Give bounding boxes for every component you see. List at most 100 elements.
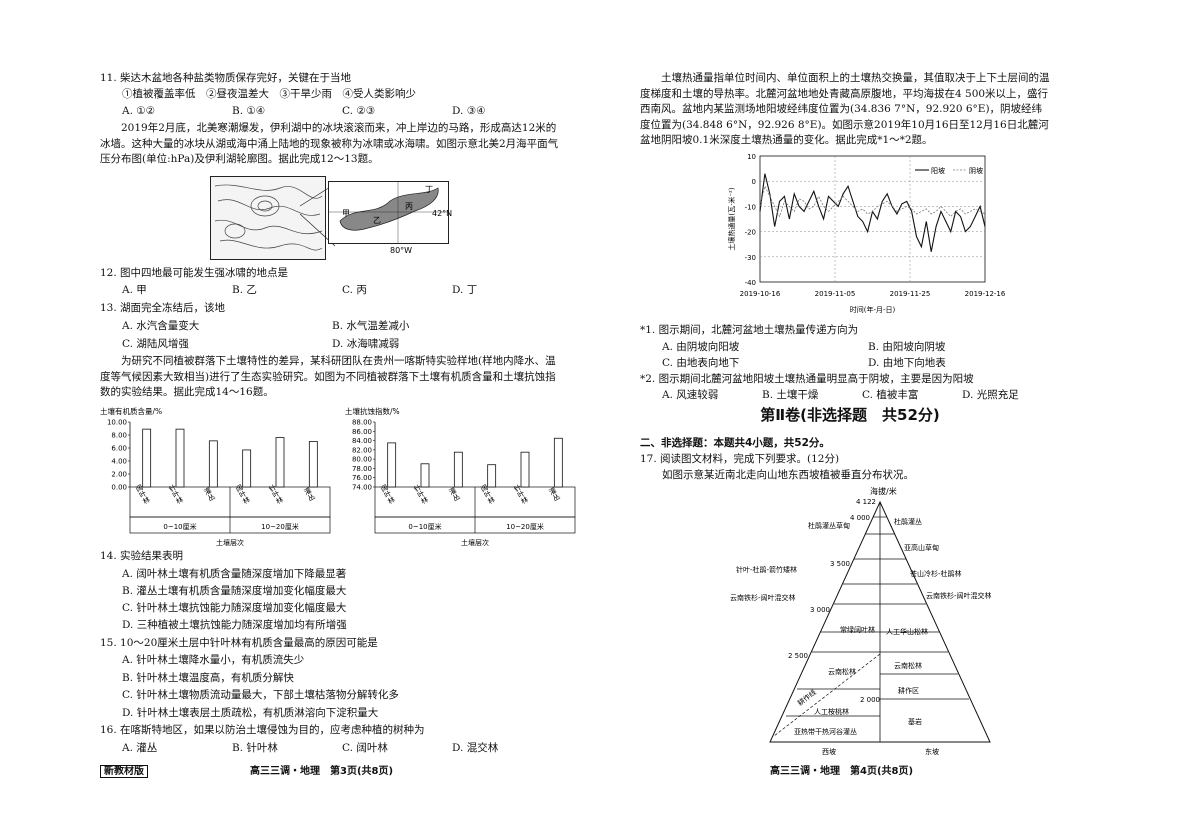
- q2-option-c[interactable]: C. 植被丰富: [862, 389, 919, 401]
- east-slope-labels: 杜鹃灌丛 亚高山草甸 苍山冷杉-杜鹃林 云南铁杉-阔叶混交林 人工华山松林 云南…: [886, 517, 992, 726]
- svg-text:云南松林: 云南松林: [828, 667, 856, 676]
- q1-option-a[interactable]: A. 由阴坡向阳坡: [662, 341, 740, 353]
- q16-option-c[interactable]: C. 阔叶林: [342, 742, 388, 754]
- edition-badge: 新教材版: [100, 765, 148, 778]
- q1-option-d[interactable]: D. 由地下向地表: [868, 357, 946, 369]
- svg-text:人工华山松林: 人工华山松林: [886, 627, 928, 636]
- q14-option-a[interactable]: A. 阔叶林土壤有机质含量随深度增加下降最显著: [122, 568, 347, 580]
- flux-ytick: -30: [745, 254, 756, 262]
- svg-text:杜鹃灌丛草甸: 杜鹃灌丛草甸: [808, 521, 850, 530]
- intro-12-13: 2019年2月底，北美寒潮爆发，伊利湖中的冰块滚滚而来，冲上岸边的马路，形成高达…: [100, 122, 559, 165]
- q13-option-c[interactable]: C. 湖陆风增强: [122, 338, 189, 350]
- q16-options: A. 灌丛 B. 针叶林 C. 阔叶林 D. 混交林: [122, 741, 562, 757]
- q17-stem: 17. 阅读图文材料，完成下列要求。(12分): [640, 453, 840, 465]
- q12-stem: 12. 图中四地最可能发生强冰啸的地点是: [100, 267, 289, 279]
- organic-bar: [275, 437, 285, 488]
- q15-option-a[interactable]: A. 针叶林土壤降水量小，有机质流失少: [122, 654, 305, 666]
- organic-bar: [175, 428, 185, 488]
- part-two-title: 第Ⅱ卷(非选择题 共52分): [760, 406, 940, 424]
- erosion-bar: [453, 451, 463, 488]
- intro-14-16: 为研究不同植被群落下土壤特性的差异，某科研团队在贵州一喀斯特实验样地(样地内降水…: [100, 355, 556, 398]
- organic-title: 土壤有机质含量/%: [100, 406, 162, 416]
- isobars: [214, 184, 323, 251]
- map-label-jia: 甲: [342, 209, 350, 218]
- q16-stem: 16. 在喀斯特地区，如果以防治土壤侵蚀为目的，应考虑种植的树种为: [100, 724, 425, 736]
- organic-category: 灌丛: [302, 485, 316, 502]
- svg-text:云南铁杉-阔叶混交林: 云南铁杉-阔叶混交林: [730, 593, 796, 602]
- svg-text:人工桉桃林: 人工桉桃林: [814, 707, 849, 716]
- q12-option-c[interactable]: C. 丙: [342, 284, 367, 296]
- elevation-ticks: 4 122 4 000 3 500 3 000 2 500 2 000: [788, 498, 880, 704]
- q15-option-b[interactable]: B. 针叶林土壤温度高，有机质分解快: [122, 672, 294, 684]
- map-label-ding: 丁: [425, 185, 433, 194]
- cultivation-line: [773, 653, 881, 737]
- svg-text:2 500: 2 500: [788, 652, 808, 660]
- svg-text:云南松林: 云南松林: [894, 661, 922, 670]
- svg-text:亚高山草甸: 亚高山草甸: [904, 543, 939, 552]
- flux-ytick: -40: [745, 279, 756, 287]
- q14-option-c[interactable]: C. 针叶林土壤抗蚀能力随深度增加变化幅度最大: [122, 602, 347, 614]
- longitude-label: 80°W: [390, 246, 412, 255]
- altitude-axis-title: 海拔/米: [870, 486, 897, 496]
- erosion-ytick: 84.00: [352, 437, 372, 445]
- intro-1-2: 土壤热通量指单位时间内、单位面积上的土壤热交换量，其值取决于上下土层间的温度梯度…: [640, 72, 1050, 146]
- q12-options: A. 甲 B. 乙 C. 丙 D. 丁: [122, 283, 562, 299]
- erosion-ytick: 86.00: [352, 428, 372, 436]
- organic-category: 灌丛: [202, 485, 216, 502]
- q14-option-b[interactable]: B. 灌丛土壤有机质含量随深度增加变化幅度最大: [122, 585, 347, 597]
- q15-stem: 15. 10～20厘米土层中针叶林有机质含量最高的原因可能是: [100, 637, 378, 649]
- erosion-ytick: 78.00: [352, 465, 372, 473]
- flux-xtick: 2019-10-16: [740, 290, 781, 298]
- svg-text:杜鹃灌丛: 杜鹃灌丛: [894, 517, 922, 526]
- q16-option-d[interactable]: D. 混交林: [452, 742, 499, 754]
- svg-text:常绿阔叶林: 常绿阔叶林: [840, 625, 875, 634]
- q14-option-d[interactable]: D. 三种植被土壤抗蚀能力随深度增加均有所增强: [122, 619, 347, 631]
- lake-erie-shape: [339, 187, 439, 231]
- q11-option-a[interactable]: A. ①②: [122, 105, 156, 117]
- organic-bar: [242, 449, 252, 488]
- q2-option-a[interactable]: A. 风速较弱: [662, 389, 719, 401]
- q16-option-b[interactable]: B. 针叶林: [232, 742, 278, 754]
- q12-option-d[interactable]: D. 丁: [452, 284, 478, 296]
- q16-option-a[interactable]: A. 灌丛: [122, 742, 158, 754]
- svg-text:4 122: 4 122: [856, 498, 876, 506]
- q13-option-a[interactable]: A. 水汽含量变大: [122, 320, 200, 332]
- q15-option-d[interactable]: D. 针叶林土壤表层土质疏松，有机质淋溶向下淀积量大: [122, 707, 379, 719]
- organic-ytick: 8.00: [111, 432, 127, 440]
- q15-option-c[interactable]: C. 针叶林土壤物质流动量最大，下部土壤枯落物分解转化多: [122, 689, 399, 701]
- erosion-group: 0~10厘米: [408, 522, 441, 531]
- q1-option-b[interactable]: B. 由阳坡向阴坡: [868, 341, 946, 353]
- q12-option-a[interactable]: A. 甲: [122, 284, 147, 296]
- q11-option-b[interactable]: B. ①④: [232, 105, 266, 117]
- flux-xtick: 2019-11-25: [890, 290, 931, 298]
- pressure-map-frame: [210, 176, 326, 260]
- q11-option-c[interactable]: C. ②③: [342, 105, 376, 117]
- organic-xlabel: 土壤层次: [216, 538, 244, 546]
- flux-ytick: -20: [745, 229, 756, 237]
- svg-text:3 500: 3 500: [830, 560, 850, 568]
- svg-text:3 000: 3 000: [810, 606, 830, 614]
- q1-option-c[interactable]: C. 由地表向地下: [662, 357, 740, 369]
- pressure-map-figure: 甲 乙 丙 丁 42°N 80°W: [210, 176, 452, 260]
- q2-option-d[interactable]: D. 光照充足: [962, 389, 1019, 401]
- q11-option-d[interactable]: D. ③④: [452, 105, 486, 117]
- q2-option-b[interactable]: B. 土壤干燥: [762, 389, 819, 401]
- q13-option-d[interactable]: D. 冰海啸减弱: [332, 338, 400, 350]
- west-slope-labels: 杜鹃灌丛草甸 针叶-杜鹃-箭竹矮林 云南铁杉-阔叶混交林 常绿阔叶林 云南松林 …: [730, 521, 875, 736]
- left-page-footer: 高三三调・地理 第3页(共8页): [250, 766, 394, 777]
- q13-option-b[interactable]: B. 水气温差减小: [332, 320, 410, 332]
- q12-option-b[interactable]: B. 乙: [232, 284, 257, 296]
- flux-legend-sunny: 阳坡: [931, 166, 945, 175]
- flux-series-sunny: [759, 173, 986, 252]
- erosion-bar: [553, 437, 563, 488]
- erosion-bar: [520, 451, 530, 488]
- erosion-bar: [420, 463, 430, 488]
- erosion-category: 灌丛: [547, 485, 561, 502]
- svg-text:4 000: 4 000: [850, 514, 870, 522]
- map-label-bing: 丙: [405, 202, 413, 211]
- flux-ytick: 0: [752, 178, 756, 186]
- q1-stem: *1. 图示期间，北麓河盆地土壤热量传递方向为: [640, 324, 859, 336]
- erosion-category: 灌丛: [447, 485, 461, 502]
- flux-xlabel: 时间(年-月-日): [850, 305, 896, 314]
